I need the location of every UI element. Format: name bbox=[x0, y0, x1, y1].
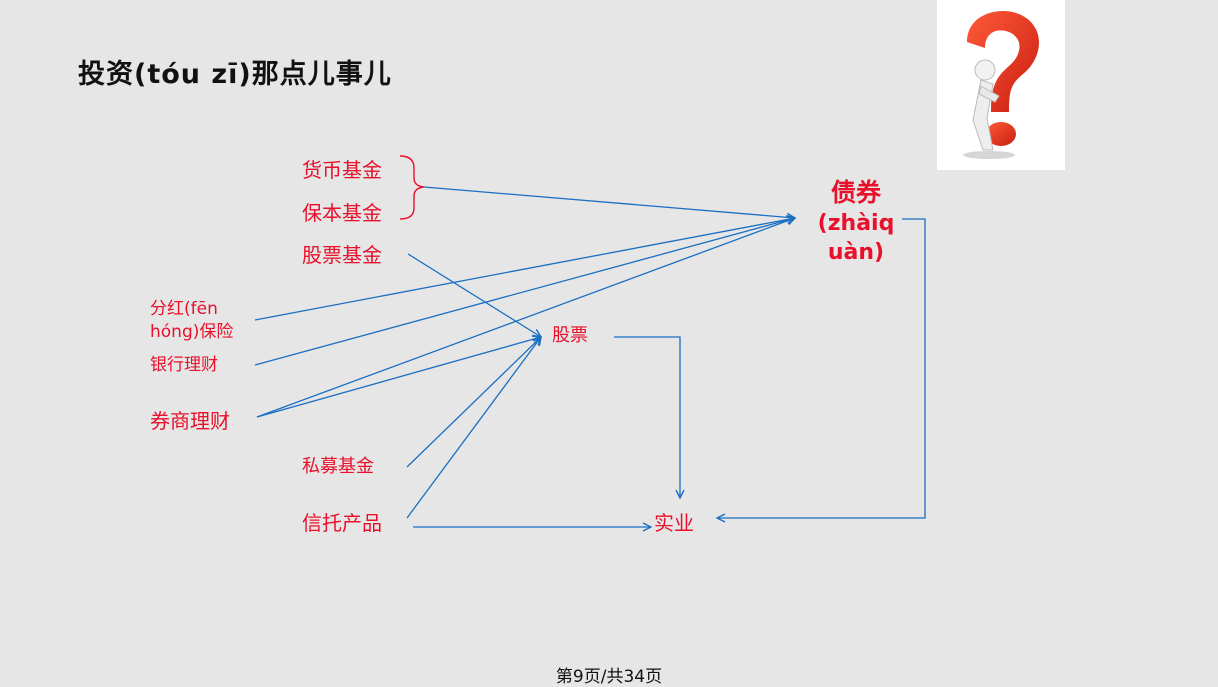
node-stock: 股票 bbox=[552, 325, 588, 346]
node-real-economy: 实业 bbox=[654, 511, 694, 535]
node-dividend-insurance-line2: hóng)保险 bbox=[150, 322, 234, 342]
arrow-insurance-to-bond bbox=[254, 218, 795, 321]
arrow-broker-to-bond bbox=[256, 218, 795, 418]
node-bank-wealth: 银行理财 bbox=[150, 355, 218, 375]
arrow-funds-to-bond bbox=[423, 186, 795, 218]
node-private-fund: 私募基金 bbox=[302, 456, 374, 477]
question-mark-figure-icon bbox=[937, 0, 1065, 170]
arrow-private-to-stock bbox=[406, 337, 541, 468]
node-dividend-insurance-line1: 分红(fēn bbox=[150, 299, 218, 319]
arrow-stockfund-to-stock bbox=[407, 253, 541, 337]
node-broker-wealth: 券商理财 bbox=[150, 409, 230, 433]
arrow-broker-to-stock bbox=[256, 337, 541, 418]
node-guaranteed-fund: 保本基金 bbox=[302, 201, 382, 225]
page-title: 投资(tóu zī)那点儿事儿 bbox=[78, 59, 392, 90]
node-trust-product: 信托产品 bbox=[302, 511, 382, 535]
node-bond-line1: 债券 bbox=[830, 178, 881, 207]
page-number-footer: 第9页/共34页 bbox=[555, 667, 663, 687]
arrow-stock-to-real bbox=[614, 336, 680, 498]
arrow-bond-to-real bbox=[717, 218, 926, 518]
arrow-trust-to-stock bbox=[406, 337, 541, 519]
arrow-bank-to-bond bbox=[254, 218, 795, 366]
node-stock-fund: 股票基金 bbox=[302, 243, 382, 267]
node-bond-line2: (zhàiq bbox=[817, 211, 895, 236]
node-bond-line3: uàn) bbox=[827, 240, 885, 266]
fund-brace bbox=[399, 155, 425, 220]
node-bond: 债券 (zhàiq uàn) bbox=[808, 176, 904, 267]
node-money-fund: 货币基金 bbox=[302, 158, 382, 182]
